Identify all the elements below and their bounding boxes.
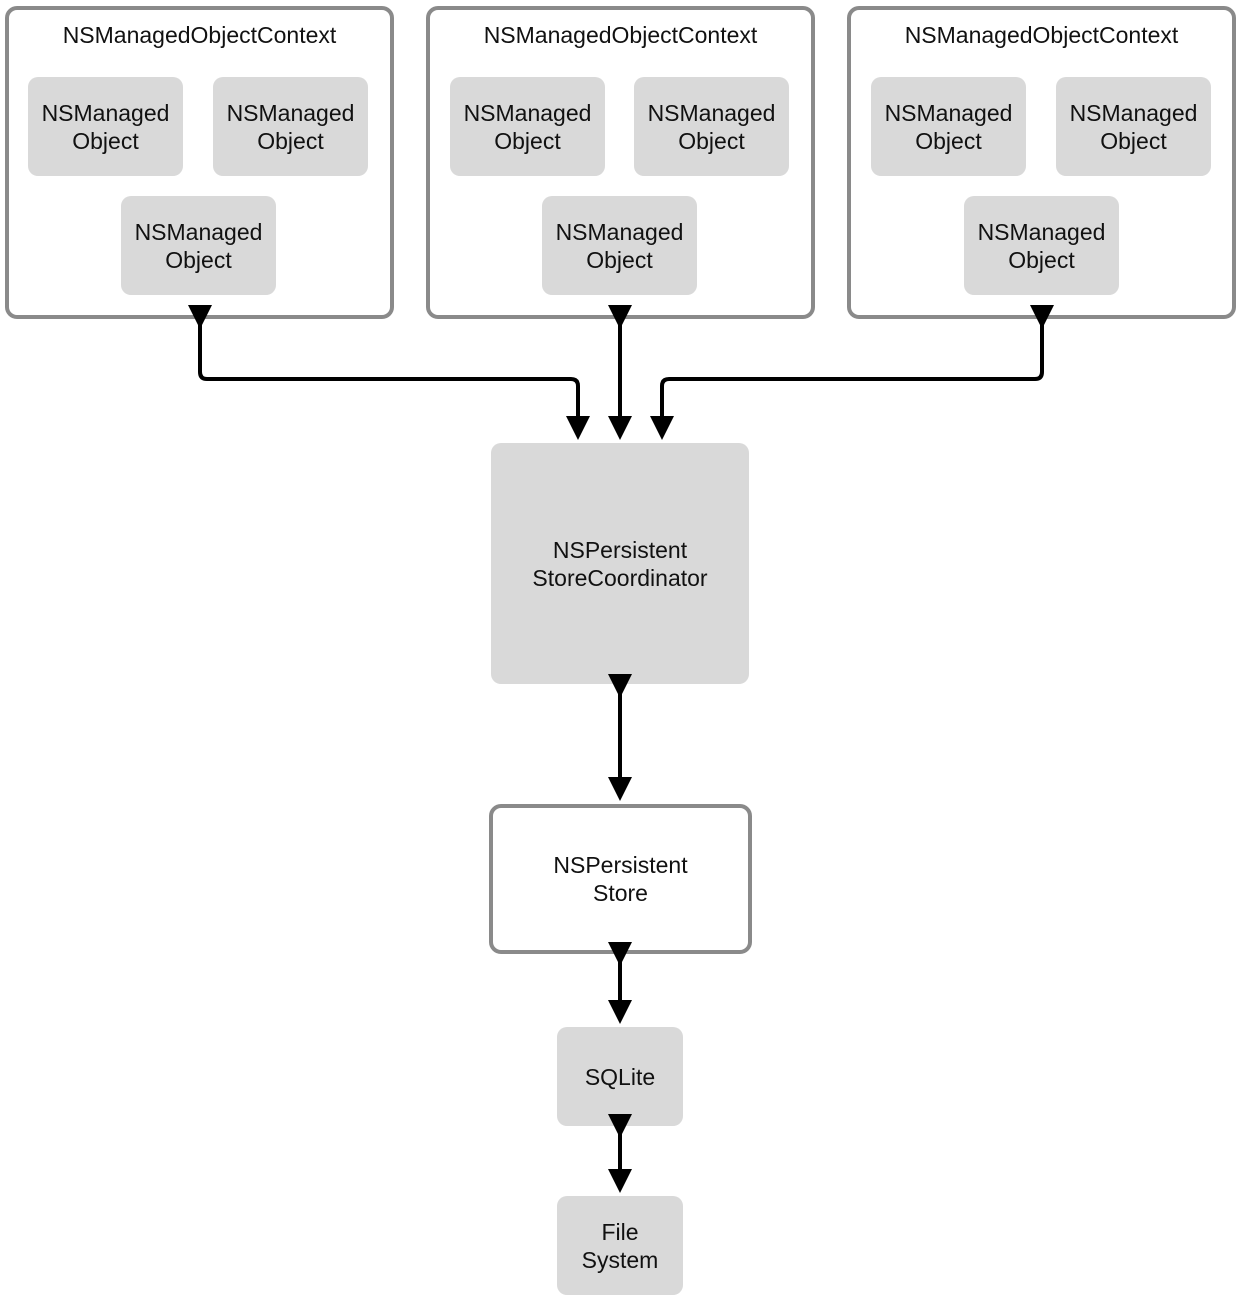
managed-object: NSManaged Object [213,77,368,176]
managed-object: NSManaged Object [634,77,789,176]
sqlite-box: SQLite [557,1027,683,1126]
context-title: NSManagedObjectContext [904,22,1179,48]
file-system-box: File System [557,1196,683,1295]
persistent-store: NSPersistent Store [489,804,752,954]
managed-object: NSManaged Object [871,77,1026,176]
context-title: NSManagedObjectContext [483,22,758,48]
context-title: NSManagedObjectContext [62,22,337,48]
managed-object-context-2: NSManagedObjectContext NSManaged Object … [426,6,815,319]
arrow-context1-coordinator [188,305,590,440]
managed-object-context-1: NSManagedObjectContext NSManaged Object … [5,6,394,319]
managed-object: NSManaged Object [450,77,605,176]
managed-object: NSManaged Object [542,196,697,295]
managed-object-context-3: NSManagedObjectContext NSManaged Object … [847,6,1236,319]
persistent-store-coordinator: NSPersistent StoreCoordinator [491,443,749,684]
managed-object: NSManaged Object [121,196,276,295]
managed-object: NSManaged Object [28,77,183,176]
arrow-context3-coordinator [650,305,1054,440]
managed-object: NSManaged Object [964,196,1119,295]
managed-object: NSManaged Object [1056,77,1211,176]
